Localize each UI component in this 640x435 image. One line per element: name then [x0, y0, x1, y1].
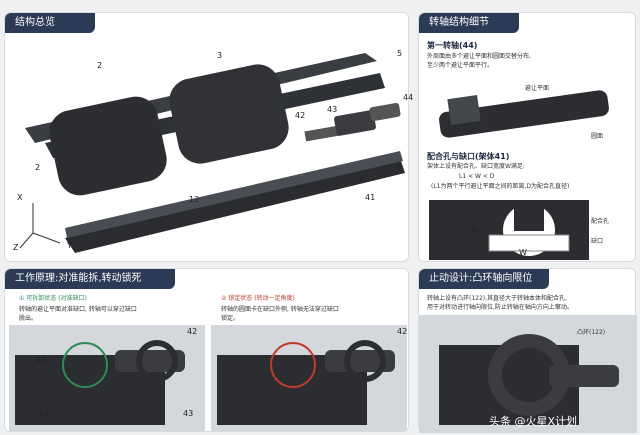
label-42: 42	[295, 111, 306, 120]
stop-illustration	[419, 315, 637, 433]
label-2b: 2	[35, 163, 41, 172]
stop-header: 止动设计:凸环轴向限位	[419, 269, 549, 289]
label-d: D	[471, 225, 478, 234]
label-a43: 43	[183, 409, 194, 418]
label-avoid-plane: 避让平面	[525, 85, 550, 92]
hole-illustration	[429, 200, 589, 260]
overview-title: 结构总览	[15, 17, 55, 28]
label-43: 43	[327, 105, 338, 114]
hole-title: 配合孔与缺口(架体41)	[427, 152, 510, 161]
principle-illustration	[9, 325, 407, 431]
shaft-title: 转轴结构细节	[429, 17, 489, 28]
stop-panel: 止动设计:凸环轴向限位 转轴上设有凸环(122),其直径大于转轴本体和配合孔, …	[418, 268, 637, 433]
label-12: 12	[189, 195, 200, 204]
principle-panel: 工作原理:对准能拆,转动锁死 ① 可拆卸状态 (对准缺口) 转轴的避让平面对准缺…	[4, 268, 409, 432]
state1-desc-1: 转轴的避让平面对准缺口, 转轴可以穿过缺口	[19, 306, 137, 313]
stop-desc-1: 转轴上设有凸环(122),其直径大于转轴本体和配合孔,	[427, 295, 567, 302]
shaft-desc-1: 外周面由多个避让平面和圆面交替分布,	[427, 53, 531, 60]
hole-formula-note: (L1为两个平行避让平面之间的距离,D为配合孔直径)	[431, 183, 570, 190]
state2-desc-1: 转轴的圆面卡在缺口外侧, 转轴无法穿过缺口	[221, 306, 339, 313]
state1-desc-2: 脱出。	[19, 315, 38, 322]
hole-formula: L1 < W < D	[459, 173, 495, 180]
state2-title: ② 锁定状态 (转动一定角度)	[221, 295, 295, 302]
stop-title: 止动设计:凸环轴向限位	[429, 273, 533, 284]
stop-desc-2: 用于对转动进行轴向限位,防止转轴在轴向方向上窜动。	[427, 304, 573, 311]
label-w: W	[519, 248, 527, 257]
label-5: 5	[397, 49, 403, 58]
overview-header: 结构总览	[5, 13, 95, 33]
shaft-header: 转轴结构细节	[419, 13, 519, 33]
label-44: 44	[403, 93, 414, 102]
state1-title: ① 可拆卸状态 (对准缺口)	[19, 295, 87, 302]
label-3: 3	[217, 51, 223, 60]
label-a42: 42	[187, 327, 198, 336]
axis-z-label: Z	[13, 243, 19, 252]
hole-desc: 架体上设有配合孔、缺口宽度W满足:	[427, 163, 525, 170]
label-round-face: 圆面	[591, 133, 604, 140]
axis-y-label: Y	[67, 241, 72, 250]
shaft-desc-2: 至少两个避让平面平行。	[427, 62, 494, 69]
label-41: 41	[365, 193, 376, 202]
label-ring: 凸环(122)	[577, 329, 606, 336]
principle-title: 工作原理:对准能拆,转动锁死	[15, 273, 142, 284]
axis-x-label: X	[17, 193, 23, 202]
shaft-subtitle: 第一转轴(44)	[427, 41, 478, 50]
label-2a: 2	[97, 61, 103, 70]
label-b42: 42	[397, 327, 408, 336]
shaft-panel: 转轴结构细节 第一转轴(44) 外周面由多个避让平面和圆面交替分布, 至少两个避…	[418, 12, 636, 262]
overview-panel: 结构总览 2 3 5 44 42 43 2 12 41 X Y Z	[4, 12, 413, 262]
label-a41: 41	[39, 409, 50, 418]
state2-desc-2: 锁定。	[221, 315, 240, 322]
watermark: 头条 @火星X计划	[489, 415, 578, 428]
shaft-illustration	[439, 90, 609, 138]
label-hole: 配合孔	[591, 218, 610, 225]
folding-frame-illustration	[19, 53, 405, 253]
label-a44: 44	[35, 355, 46, 364]
principle-header: 工作原理:对准能拆,转动锁死	[5, 269, 175, 289]
label-notch: 缺口	[591, 238, 604, 245]
